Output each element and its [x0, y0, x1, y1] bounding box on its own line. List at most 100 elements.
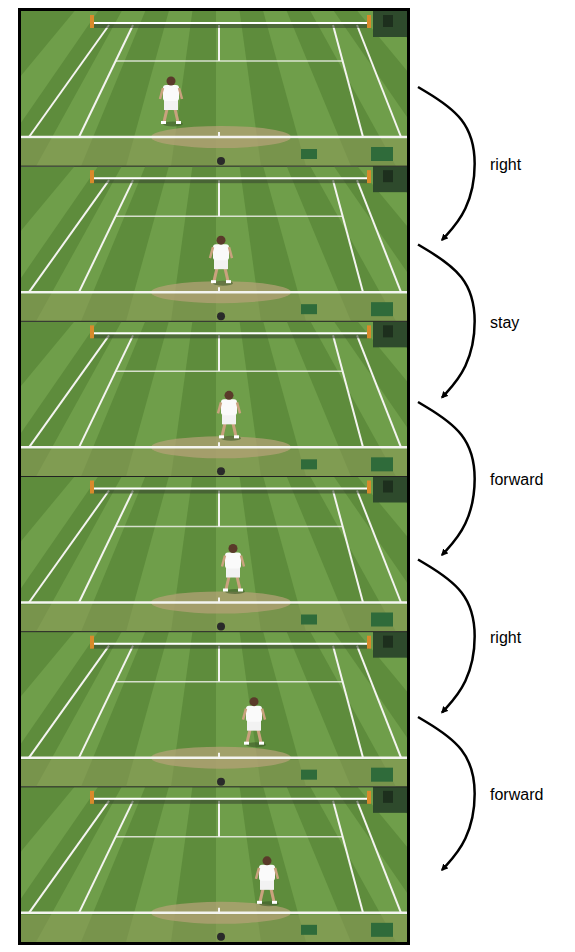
illustration-part	[21, 446, 407, 449]
illustration-part	[179, 88, 182, 99]
illustration-part	[367, 636, 371, 649]
illustration-part	[21, 166, 407, 167]
illustration-part	[333, 801, 363, 913]
illustration-part	[383, 791, 393, 803]
illustration-part	[271, 889, 274, 902]
illustration-part	[93, 800, 369, 804]
illustration-part	[221, 399, 237, 415]
illustration-part	[116, 681, 343, 683]
illustration-part	[259, 865, 275, 881]
illustration-part	[213, 244, 229, 260]
illustration-part	[116, 526, 343, 528]
illustration-part	[79, 335, 133, 447]
illustration-part	[222, 423, 225, 436]
illustration-part	[217, 157, 225, 165]
action-label: forward	[490, 470, 543, 490]
illustration-part	[163, 85, 179, 101]
video-frame	[0, 787, 531, 942]
illustration-part	[218, 491, 220, 527]
illustration-part	[79, 646, 133, 758]
transition-arrow	[418, 87, 475, 240]
illustration-part	[383, 636, 393, 648]
illustration-part	[383, 15, 393, 27]
illustration-part	[238, 589, 243, 592]
illustration-part	[217, 467, 225, 475]
illustration-part	[237, 402, 240, 413]
illustration-part	[218, 335, 220, 371]
illustration-part	[214, 259, 228, 269]
illustration-part	[237, 577, 240, 590]
illustration-part	[357, 25, 401, 137]
illustration-part	[371, 768, 393, 782]
illustration-part	[218, 402, 221, 413]
illustration-part	[225, 268, 228, 281]
illustration-part	[383, 170, 393, 182]
illustration-part	[93, 334, 369, 338]
illustration-part	[93, 488, 369, 490]
illustration-part	[29, 335, 109, 447]
illustration-part	[21, 136, 407, 139]
illustration-part	[116, 60, 343, 62]
illustration-part	[301, 149, 317, 159]
illustration-part	[21, 321, 407, 476]
illustration-part	[167, 77, 176, 86]
illustration-part	[93, 643, 369, 645]
strip-border	[20, 10, 409, 944]
illustration-part	[210, 247, 213, 258]
illustration-part	[218, 908, 220, 913]
illustration-part	[229, 247, 232, 258]
illustration-part	[247, 721, 261, 731]
illustration-part	[79, 180, 133, 292]
transition-arrow	[418, 245, 475, 398]
video-frame	[0, 166, 531, 321]
illustration-part	[21, 631, 407, 632]
video-frame	[0, 632, 531, 787]
illustration-part	[217, 933, 225, 941]
illustration-part	[373, 166, 407, 192]
illustration-part	[79, 801, 133, 913]
illustration-part	[367, 15, 371, 28]
illustration-part	[223, 589, 228, 592]
illustration-part	[229, 544, 238, 553]
illustration-part	[218, 598, 220, 603]
illustration-part	[373, 321, 407, 347]
action-label: forward	[490, 785, 543, 805]
illustration-part	[333, 646, 363, 758]
illustration-part	[250, 697, 259, 706]
illustration-part	[241, 556, 244, 567]
illustration-part	[367, 481, 371, 494]
illustration-part	[21, 756, 407, 759]
illustration-part	[21, 601, 407, 604]
illustration-part	[217, 778, 225, 786]
illustration-part	[272, 901, 277, 904]
illustration-part	[79, 25, 133, 137]
illustration-part	[301, 770, 317, 780]
illustration-part	[217, 623, 225, 631]
illustration-part	[218, 391, 241, 441]
illustration-part	[21, 321, 407, 322]
illustration-part	[90, 791, 94, 804]
illustration-part	[214, 268, 217, 281]
illustration-part	[21, 912, 407, 915]
illustration-part	[357, 180, 401, 292]
illustration-part	[21, 291, 407, 294]
illustration-part	[93, 177, 369, 179]
illustration-part	[217, 236, 226, 245]
illustration-part	[357, 335, 401, 447]
illustration-part	[90, 15, 94, 28]
video-frame	[0, 477, 531, 632]
illustration-part	[175, 109, 178, 122]
illustration-part	[218, 132, 220, 137]
illustration-part	[301, 459, 317, 469]
illustration-part	[301, 925, 317, 935]
illustration-part	[93, 332, 369, 334]
action-label: stay	[490, 313, 519, 333]
illustration-part	[218, 442, 220, 447]
illustration-part	[367, 325, 371, 338]
illustration-part	[258, 730, 261, 743]
illustration-part	[21, 11, 407, 166]
illustration-part	[218, 646, 220, 682]
action-label: right	[490, 628, 521, 648]
illustration-part	[373, 787, 407, 813]
